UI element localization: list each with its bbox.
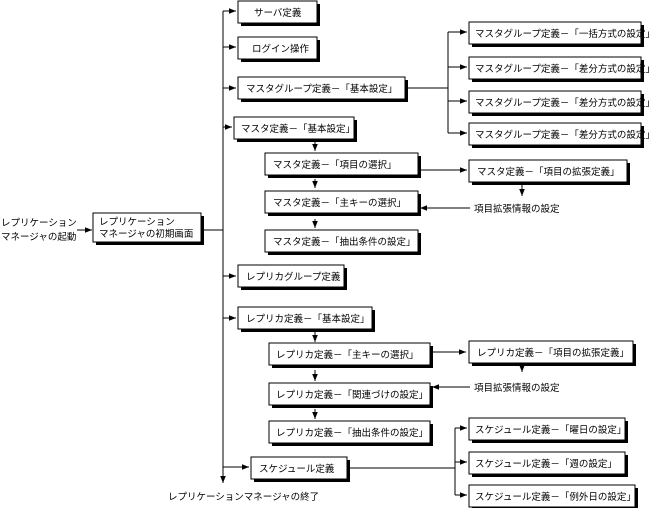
start-label-line2: マネージャの起動 — [1, 232, 76, 243]
node-schedule-def: スケジュール定義 — [250, 456, 350, 482]
login-label: ログイン操作 — [252, 43, 310, 55]
schedule-child-3-label: スケジュール定義－「例外日の設定」 — [475, 491, 636, 503]
schedule-child-2-label: スケジュール定義－「週の設定」 — [475, 458, 617, 470]
master-item-extension-label: マスタ定義－「項目の拡張定義」 — [477, 166, 620, 178]
master-item-select-label: マスタ定義－「項目の選択」 — [273, 159, 397, 171]
node-replica-basic: レプリカ定義－「基本設定」 — [237, 306, 375, 332]
replica-group-def-label: レプリカグループ定義 — [246, 271, 341, 283]
node-master-item-select: マスタ定義－「項目の選択」 — [264, 152, 421, 178]
node-master-group-child-2: マスタグループ定義－「差分方式の設定」 — [468, 56, 655, 82]
end-label: レプリケーションマネージャの終了 — [168, 491, 319, 503]
master-extract-condition-label: マスタ定義－「抽出条件の設定」 — [273, 236, 416, 248]
server-def-label: サーバ定義 — [254, 7, 302, 19]
node-replica-key-select: レプリカ定義－「主キーの選択」 — [268, 342, 433, 368]
replica-extension-info-label: 項目拡張情報の設定 — [474, 382, 560, 394]
node-master-basic: マスタ定義－「基本設定」 — [233, 116, 357, 142]
replica-item-extension-label: レプリカ定義－「項目の拡張定義」 — [477, 347, 629, 359]
node-master-key-select: マスタ定義－「主キーの選択」 — [264, 190, 421, 216]
node-schedule-child-3: スケジュール定義－「例外日の設定」 — [468, 484, 638, 508]
schedule-child-1-label: スケジュール定義－「曜日の設定」 — [475, 424, 626, 436]
replica-key-select-label: レプリカ定義－「主キーの選択」 — [276, 349, 419, 361]
node-replica-relation: レプリカ定義－「関連づけの設定」 — [268, 382, 433, 408]
master-group-child-3-label: マスタグループ定義－「差分方式の設定」 — [475, 97, 655, 109]
node-master-group-child-3: マスタグループ定義－「差分方式の設定」 — [468, 90, 655, 116]
master-group-basic-label: マスタグループ定義－「基本設定」 — [246, 83, 397, 95]
replica-basic-label: レプリカ定義－「基本設定」 — [246, 313, 370, 325]
master-key-select-label: マスタ定義－「主キーの選択」 — [273, 197, 406, 209]
node-master-item-extension: マスタ定義－「項目の拡張定義」 — [468, 159, 630, 185]
node-master-extension-info: 項目拡張情報の設定 — [474, 203, 560, 215]
master-group-child-4-label: マスタグループ定義－「差分方式の設定」 — [475, 129, 655, 141]
node-replica-group-def: レプリカグループ定義 — [237, 264, 347, 290]
master-extension-info-label: 項目拡張情報の設定 — [474, 203, 560, 215]
node-schedule-child-2: スケジュール定義－「週の設定」 — [468, 451, 628, 477]
node-replica-extension-info: 項目拡張情報の設定 — [474, 382, 560, 394]
replica-extract-condition-label: レプリカ定義－「抽出条件の設定」 — [276, 427, 428, 439]
replica-relation-label: レプリカ定義－「関連づけの設定」 — [276, 389, 428, 401]
master-group-child-1-label: マスタグループ定義－「一括方式の設定」 — [475, 28, 655, 40]
node-master-extract-condition: マスタ定義－「抽出条件の設定」 — [264, 229, 421, 255]
connector-lines — [77, 8, 525, 498]
node-server-def: サーバ定義 — [237, 0, 320, 26]
master-basic-label: マスタ定義－「基本設定」 — [241, 123, 355, 135]
node-replica-extract-condition: レプリカ定義－「抽出条件の設定」 — [268, 420, 433, 446]
node-master-group-basic: マスタグループ定義－「基本設定」 — [237, 76, 408, 102]
start-label-line1: レプリケーション — [1, 218, 77, 229]
node-master-group-child-4: マスタグループ定義－「差分方式の設定」 — [468, 122, 655, 148]
node-login: ログイン操作 — [237, 36, 320, 62]
node-master-group-child-1: マスタグループ定義－「一括方式の設定」 — [468, 21, 655, 47]
initial-screen-line1: レプリケーション — [99, 217, 175, 228]
schedule-def-label: スケジュール定義 — [259, 463, 335, 475]
node-replica-item-extension: レプリカ定義－「項目の拡張定義」 — [468, 340, 636, 366]
node-schedule-child-1: スケジュール定義－「曜日の設定」 — [468, 417, 628, 443]
initial-screen-node: レプリケーション マネージャの初期画面 — [92, 212, 204, 245]
master-group-child-2-label: マスタグループ定義－「差分方式の設定」 — [475, 63, 655, 75]
initial-screen-line2: マネージャの初期画面 — [99, 228, 193, 240]
